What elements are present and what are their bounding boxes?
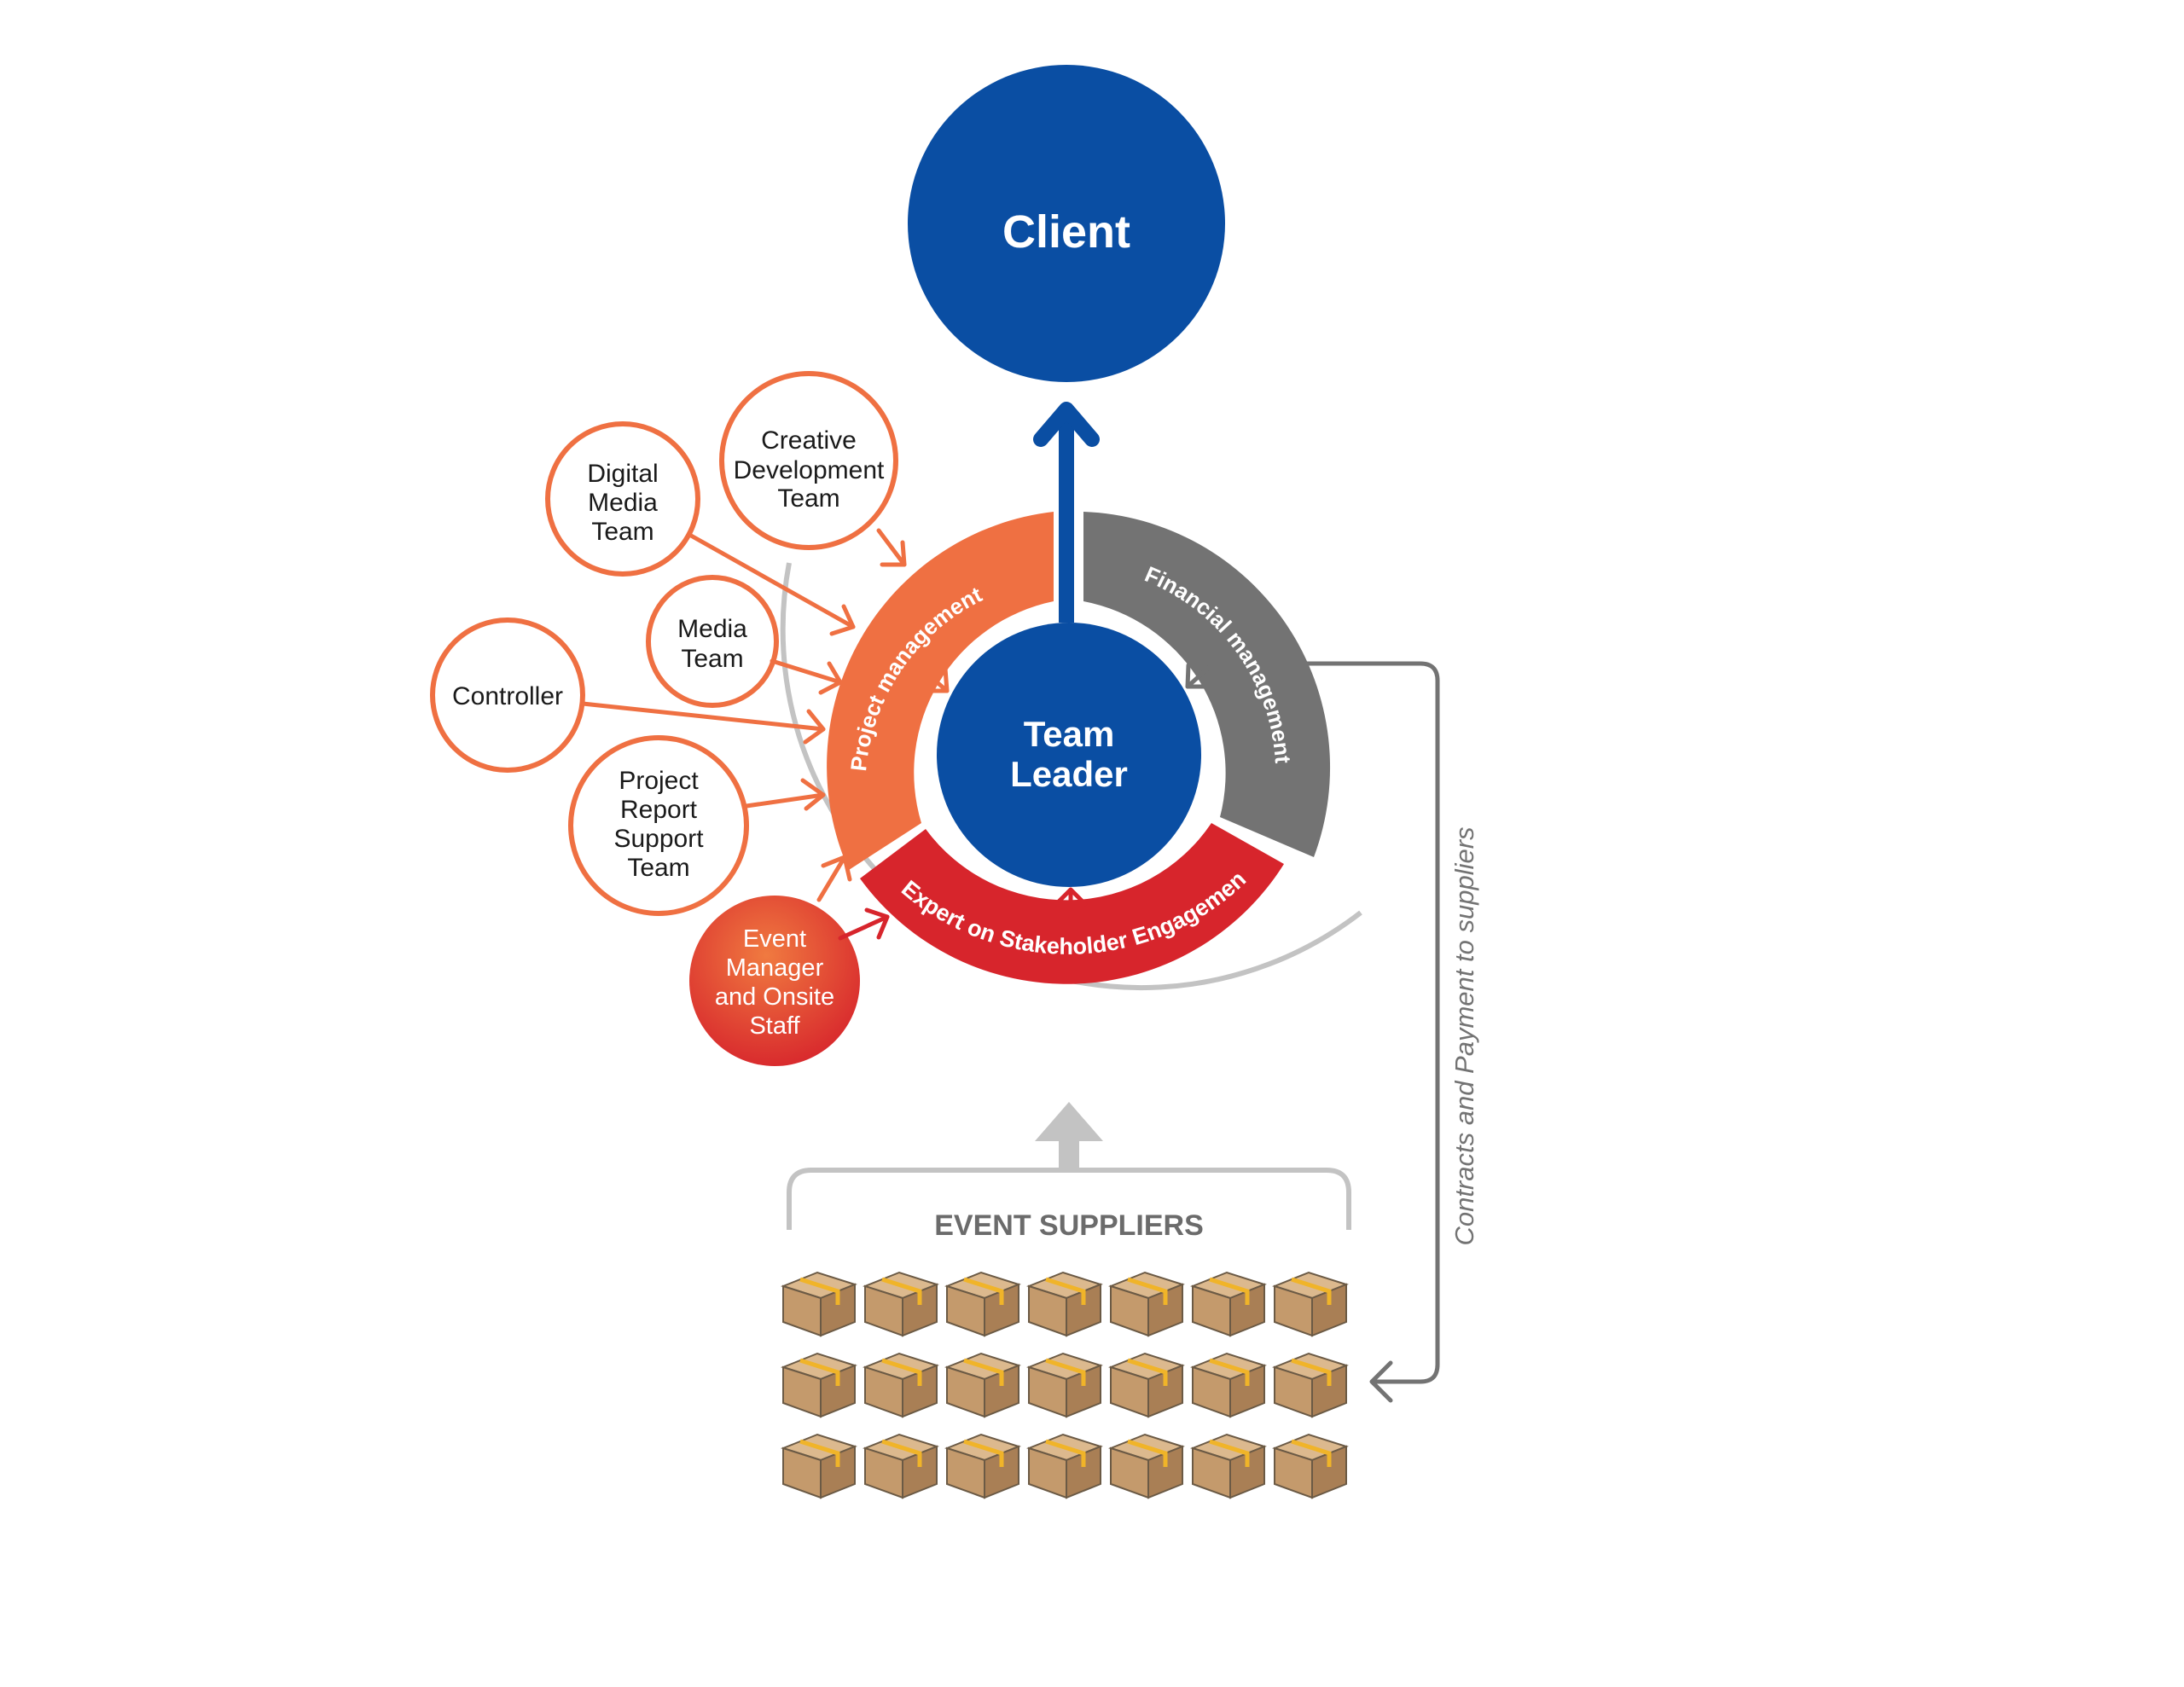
- supplier-box: [944, 1352, 1021, 1418]
- supplier-box: [1190, 1271, 1267, 1337]
- supplier-box: [1108, 1271, 1185, 1337]
- supplier-box: [1272, 1271, 1349, 1337]
- project-report-label-1: Project: [619, 767, 699, 795]
- supplier-box: [863, 1352, 939, 1418]
- supplier-box: [1272, 1433, 1349, 1499]
- supplier-box: [863, 1271, 939, 1337]
- project-management-ring: [827, 512, 1054, 870]
- team-leader-line2: Leader: [1010, 754, 1128, 794]
- suppliers-arrow-head: [1035, 1102, 1103, 1141]
- project-report-label-4: Team: [627, 854, 689, 882]
- digital-label-1: Digital: [587, 460, 658, 488]
- team-leader-circle: [937, 623, 1201, 887]
- supplier-box: [1272, 1352, 1349, 1418]
- team-leader-line1: Team: [1024, 714, 1115, 754]
- event-manager-label-1: Event: [743, 925, 806, 953]
- creative-team-circle: [719, 371, 898, 550]
- ring-to-leader-arrows: [915, 663, 1214, 919]
- suppliers-label: EVENT SUPPLIERS: [934, 1209, 1204, 1242]
- project-report-label-3: Support: [613, 825, 704, 853]
- blue-arrow-head: [1033, 402, 1100, 447]
- controller-label: Controller: [452, 682, 563, 710]
- event-manager-labels: Event Manager and Onsite Staff: [715, 925, 834, 1040]
- project-report-team-circle: [568, 735, 749, 916]
- media-label-2: Team: [681, 645, 743, 673]
- supplier-box: [863, 1433, 939, 1499]
- supplier-box: [781, 1271, 857, 1337]
- client-circle: [908, 65, 1225, 382]
- digital-label-3: Team: [591, 518, 653, 546]
- event-manager-label-3: and Onsite: [715, 983, 834, 1011]
- supplier-box: [1026, 1352, 1103, 1418]
- creative-label-1: Creative: [761, 426, 857, 455]
- supplier-box: [1026, 1433, 1103, 1499]
- supplier-box: [1108, 1433, 1185, 1499]
- supplier-box: [781, 1433, 857, 1499]
- event-manager-arrow: [838, 907, 890, 941]
- client-label: Client: [1002, 206, 1130, 258]
- controller-circle: [430, 617, 585, 773]
- contracts-connector: [1297, 661, 1440, 1384]
- media-team-circle: [646, 575, 779, 708]
- contracts-arrow-head: [1369, 1360, 1393, 1403]
- creative-label-3: Team: [777, 484, 839, 513]
- event-manager-circle: [689, 896, 860, 1066]
- contracts-label: Contracts and Payment to suppliers: [1449, 826, 1479, 1245]
- media-label-1: Media: [677, 615, 747, 643]
- digital-label-2: Media: [588, 489, 658, 517]
- creative-label-2: Development: [734, 456, 885, 484]
- event-manager-label-2: Manager: [726, 954, 824, 982]
- project-report-label-2: Report: [620, 796, 698, 824]
- supplier-box: [944, 1271, 1021, 1337]
- event-manager-label-4: Staff: [749, 1012, 800, 1040]
- supplier-box: [1108, 1352, 1185, 1418]
- supplier-box: [944, 1433, 1021, 1499]
- supplier-box: [1026, 1271, 1103, 1337]
- team-arrows: [580, 528, 907, 902]
- supplier-box: [1190, 1433, 1267, 1499]
- supplier-boxes: [781, 1271, 1349, 1499]
- digital-media-team-circle: [545, 421, 700, 577]
- team-labels: Creative Development Team Digital Media …: [452, 426, 885, 882]
- supplier-box: [781, 1352, 857, 1418]
- suppliers-bracket: [787, 1168, 1351, 1230]
- supplier-box: [1190, 1352, 1267, 1418]
- team-circles: [430, 371, 898, 916]
